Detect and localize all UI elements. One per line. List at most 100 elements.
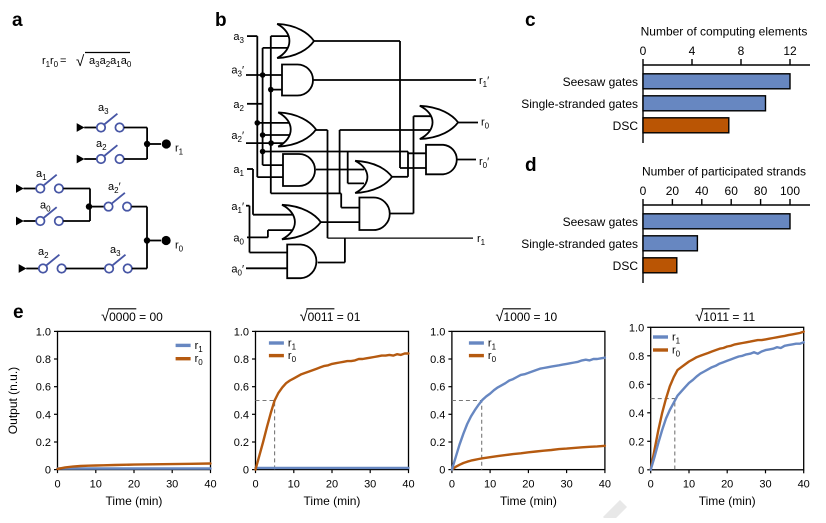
svg-text:0: 0 [648,479,654,491]
svg-text:DSC: DSC [613,119,639,133]
svg-text:r1: r1 [288,338,297,352]
svg-text:a2: a2 [38,246,49,260]
svg-text:Seesaw gates: Seesaw gates [563,215,638,229]
svg-text:0: 0 [243,465,249,477]
svg-text:0: 0 [638,465,644,477]
svg-text:20: 20 [326,479,338,491]
svg-text:Single-stranded gates: Single-stranded gates [521,97,638,111]
svg-text:√1011 = 11: √1011 = 11 [695,309,755,325]
svg-text:Output (n.u.): Output (n.u.) [6,367,20,434]
svg-text:a1: a1 [36,168,47,182]
svg-text:0.6: 0.6 [430,382,445,394]
svg-text:0.4: 0.4 [430,409,445,421]
svg-text:1.0: 1.0 [36,326,51,338]
svg-text:40: 40 [204,479,216,491]
svg-text:0.4: 0.4 [36,409,51,421]
svg-text:0.8: 0.8 [36,354,51,366]
svg-text:0.2: 0.2 [36,437,51,449]
svg-text:a2′: a2′ [231,130,244,144]
svg-text:0.8: 0.8 [629,351,644,363]
svg-text:c: c [525,10,536,31]
svg-text:0: 0 [439,465,445,477]
svg-text:0: 0 [449,479,455,491]
svg-text:DSC: DSC [613,259,639,273]
svg-text:a1′: a1′ [231,201,244,215]
svg-text:10: 10 [288,479,300,491]
svg-text:Number of participated strands: Number of participated strands [642,165,806,179]
svg-text:80: 80 [754,184,768,198]
svg-text:b: b [215,10,227,31]
svg-text:a2: a2 [233,99,244,113]
svg-text:Time (min): Time (min) [699,494,756,508]
svg-text:0.2: 0.2 [430,437,445,449]
svg-text:0.6: 0.6 [36,382,51,394]
svg-text:r0: r0 [195,353,204,367]
svg-text:10: 10 [683,479,695,491]
svg-text:Time (min): Time (min) [304,494,361,508]
svg-text:a3′: a3′ [231,65,244,79]
svg-text:30: 30 [166,479,178,491]
svg-text:0.8: 0.8 [234,354,249,366]
svg-text:a3: a3 [98,102,109,116]
svg-text:20: 20 [522,479,534,491]
svg-text:40: 40 [695,184,709,198]
svg-text:20: 20 [666,184,680,198]
svg-text:r0: r0 [481,117,490,131]
svg-text:r0: r0 [288,350,297,364]
svg-text:Single-stranded gates: Single-stranded gates [521,237,638,251]
svg-text:12: 12 [783,44,797,58]
svg-text:1.0: 1.0 [629,322,644,334]
svg-text:r0′: r0′ [479,156,489,170]
svg-text:Time (min): Time (min) [106,494,163,508]
svg-text:20: 20 [721,479,733,491]
svg-text:a: a [12,10,23,31]
svg-text:0: 0 [252,479,258,491]
svg-text:8: 8 [738,44,745,58]
svg-text:r0: r0 [672,345,681,359]
svg-text:a3a2a1a0: a3a2a1a0 [89,55,132,69]
svg-text:a2: a2 [96,138,107,152]
svg-text:Seesaw gates: Seesaw gates [563,75,638,89]
svg-text:0: 0 [54,479,60,491]
svg-text:e: e [13,302,24,323]
svg-text:√: √ [76,53,85,70]
svg-text:r0: r0 [50,55,59,69]
svg-text:√0011 = 01: √0011 = 01 [300,309,361,325]
svg-text:30: 30 [759,479,771,491]
svg-text:r1: r1 [175,143,184,157]
svg-text:=: = [60,55,66,67]
svg-text:0: 0 [640,44,647,58]
svg-text:0.6: 0.6 [629,379,644,391]
svg-text:0.6: 0.6 [234,382,249,394]
svg-text:0.2: 0.2 [629,436,644,448]
svg-text:20: 20 [128,479,140,491]
svg-text:r1: r1 [477,233,486,247]
svg-text:Number of computing elements: Number of computing elements [641,25,808,39]
svg-text:10: 10 [484,479,496,491]
svg-text:a0′: a0′ [231,263,244,277]
svg-text:40: 40 [599,479,611,491]
svg-text:r1: r1 [195,340,204,354]
svg-text:a2′: a2′ [108,181,121,195]
svg-text:r1: r1 [42,55,51,69]
svg-text:10: 10 [90,479,102,491]
svg-text:d: d [525,155,537,176]
svg-text:r1′: r1′ [479,75,489,89]
svg-text:a1: a1 [233,164,244,178]
svg-text:0: 0 [45,465,51,477]
svg-text:60: 60 [725,184,739,198]
svg-text:a0: a0 [233,232,244,246]
svg-text:40: 40 [798,479,810,491]
svg-text:30: 30 [364,479,376,491]
svg-text:r1: r1 [672,332,681,346]
svg-text:30: 30 [560,479,572,491]
svg-text:40: 40 [402,479,414,491]
svg-text:0: 0 [640,184,647,198]
svg-text:100: 100 [780,184,800,198]
svg-text:1.0: 1.0 [234,326,249,338]
svg-text:1.0: 1.0 [430,326,445,338]
svg-text:0.4: 0.4 [234,409,249,421]
svg-text:0.2: 0.2 [234,437,249,449]
svg-text:0.4: 0.4 [629,408,644,420]
svg-text:√0000 = 00: √0000 = 00 [101,309,163,325]
